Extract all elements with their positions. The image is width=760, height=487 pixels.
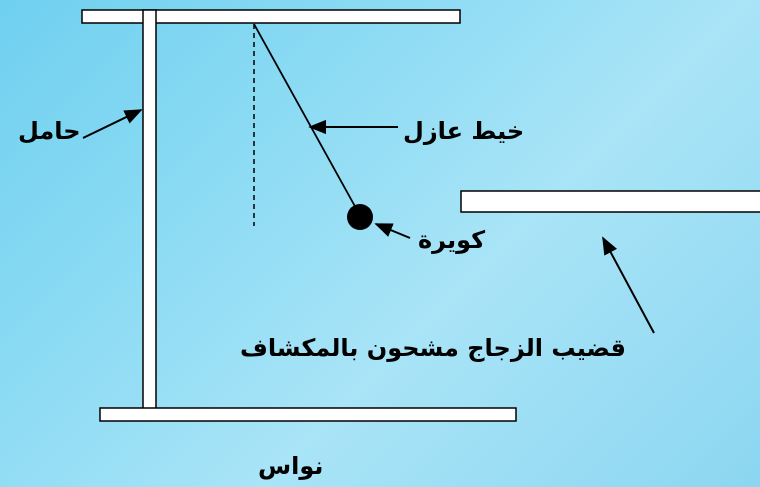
rod-arrow [602, 236, 655, 334]
stand-arrow [82, 109, 143, 139]
glass-rod [460, 190, 760, 213]
insulating-thread [253, 23, 358, 211]
ball-arrow [374, 223, 411, 239]
base-bar [99, 407, 517, 422]
stand-label: حامل [18, 117, 81, 145]
top-bar [81, 9, 461, 24]
thread-label: خيط عازل [403, 117, 525, 145]
ball-label: كويرة [418, 226, 486, 254]
ball [347, 204, 373, 230]
rod-label: قضيب الزجاج مشحون بالمكشاف [240, 334, 626, 362]
pendulum-label: نواس [258, 452, 324, 480]
vertical-stand [142, 9, 157, 411]
